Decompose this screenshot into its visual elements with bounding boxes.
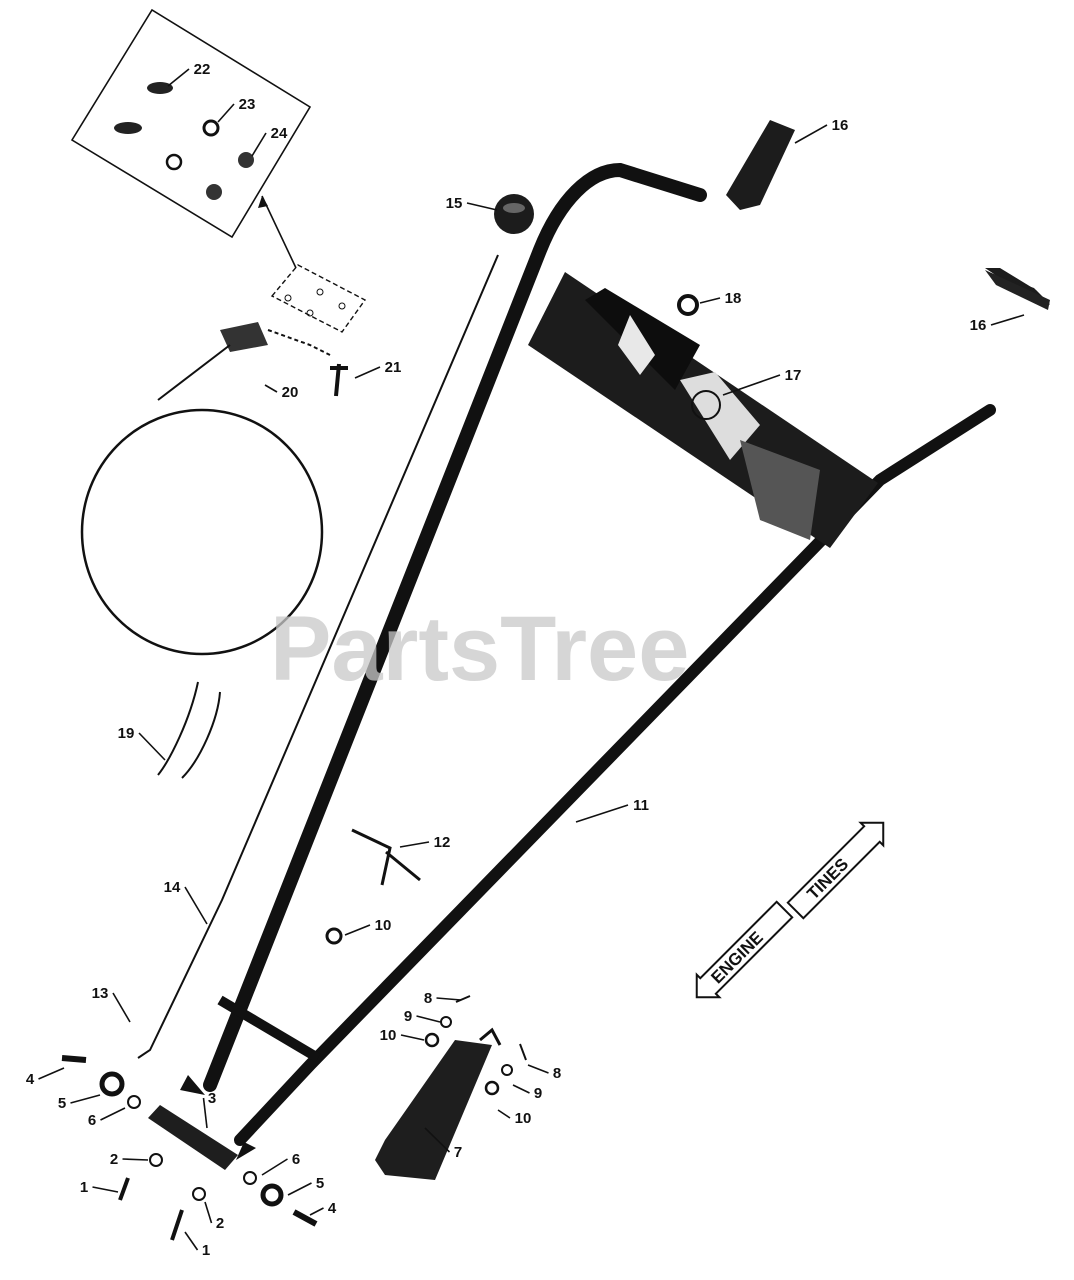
- callout-leader-c15: [466, 202, 498, 211]
- callout-label-c2a: 2: [110, 1151, 118, 1168]
- hardware-bag-inset: [70, 8, 312, 269]
- control-panel: [528, 272, 878, 548]
- callout-leader-c10b: [400, 1034, 425, 1041]
- callout-leader-c13: [112, 992, 131, 1023]
- callout-label-c16b: 16: [970, 317, 987, 334]
- callout-label-c22: 22: [194, 61, 211, 78]
- callout-leader-c16b: [990, 314, 1025, 326]
- callout-label-c14: 14: [164, 879, 181, 896]
- callout-leader-c8a: [436, 997, 462, 1001]
- callout-leader-c2a: [122, 1158, 149, 1161]
- callout-leader-c16a: [794, 124, 828, 144]
- callout-label-c2b: 2: [216, 1215, 224, 1232]
- callout-label-c8a: 8: [424, 990, 432, 1007]
- callout-leader-c19: [138, 732, 166, 761]
- callout-label-c6a: 6: [88, 1112, 96, 1129]
- callout-label-c3: 3: [208, 1090, 216, 1107]
- watermark: PartsTree: [270, 598, 689, 700]
- callout-leader-c6a: [100, 1107, 126, 1121]
- callout-label-c1a: 1: [80, 1179, 88, 1196]
- callout-label-c5b: 5: [316, 1175, 324, 1192]
- nut-10: [325, 927, 343, 945]
- callout-leader-c23: [217, 103, 235, 123]
- clutch-cable-assembly: [80, 322, 348, 656]
- callout-leader-c5b: [287, 1182, 312, 1196]
- callout-leader-c22: [167, 68, 190, 87]
- callout-leader-c3: [202, 1097, 208, 1129]
- handle-grip-left: [726, 120, 795, 210]
- callout-leader-c9b: [512, 1084, 530, 1094]
- control-rods: [157, 681, 221, 779]
- callout-label-c9b: 9: [534, 1085, 542, 1102]
- tine-shield: [375, 1027, 502, 1180]
- callout-leader-c9a: [416, 1015, 441, 1023]
- callout-label-c6b: 6: [292, 1151, 300, 1168]
- callout-leader-c1b: [184, 1231, 199, 1251]
- callout-leader-c4b: [309, 1207, 324, 1216]
- engine-label: ENGINE: [707, 928, 767, 988]
- cable-bracket-plate: [270, 264, 367, 333]
- callout-label-c9a: 9: [404, 1008, 412, 1025]
- callout-label-c4a: 4: [26, 1071, 35, 1088]
- callout-leader-c12: [399, 841, 430, 848]
- callout-leader-c18: [699, 297, 721, 304]
- callout-leader-c10a: [344, 924, 371, 936]
- callout-label-c8b: 8: [553, 1065, 561, 1082]
- callout-leader-c8b: [527, 1064, 549, 1074]
- callout-leader-c14: [184, 886, 208, 925]
- direction-arrow-tines: TINES: [786, 821, 885, 920]
- shift-knob: [494, 194, 534, 234]
- callout-label-c20: 20: [282, 384, 299, 401]
- callout-label-c7: 7: [454, 1144, 462, 1161]
- handlebar-frame: [180, 162, 996, 1160]
- callout-label-c15: 15: [446, 195, 463, 212]
- callout-label-c21: 21: [385, 359, 402, 376]
- handle-grip-right: [985, 268, 1050, 310]
- callout-label-c23: 23: [239, 96, 256, 113]
- callout-label-c12: 12: [434, 834, 451, 851]
- callout-leader-c5a: [70, 1094, 101, 1104]
- callout-label-c11: 11: [633, 797, 649, 814]
- callout-label-c10b: 10: [380, 1027, 397, 1044]
- callout-leader-c2b: [204, 1201, 213, 1224]
- hex-nut-18: [677, 294, 699, 316]
- callout-label-c4b: 4: [328, 1200, 337, 1217]
- callout-leader-c6b: [261, 1158, 288, 1176]
- callout-label-c18: 18: [725, 290, 742, 307]
- callout-label-c13: 13: [92, 985, 109, 1002]
- callout-leader-c10c: [497, 1109, 511, 1119]
- shift-rod: [137, 254, 499, 1059]
- callout-leader-c4a: [38, 1067, 65, 1080]
- callout-leader-c11: [575, 804, 629, 823]
- callout-label-c16a: 16: [832, 117, 849, 134]
- callout-leader-c20: [264, 384, 278, 393]
- callout-label-c19: 19: [118, 725, 135, 742]
- callout-label-c17: 17: [785, 367, 802, 384]
- callout-label-c10a: 10: [375, 917, 392, 934]
- bracket-12: [351, 828, 421, 886]
- callout-leader-c7: [424, 1127, 451, 1153]
- callout-label-c24: 24: [271, 125, 288, 142]
- callout-leader-c21: [354, 366, 381, 379]
- callout-label-c1b: 1: [202, 1242, 210, 1259]
- mounting-bracket-3: [148, 1105, 238, 1170]
- direction-arrow-engine: ENGINE: [695, 900, 794, 999]
- callout-leader-c1a: [92, 1186, 119, 1193]
- callout-label-c10c: 10: [515, 1110, 532, 1127]
- small-hardware: [61, 995, 527, 1241]
- callout-leader-c17: [722, 374, 781, 396]
- callout-label-c5a: 5: [58, 1095, 66, 1112]
- callout-leader-c24: [251, 132, 267, 157]
